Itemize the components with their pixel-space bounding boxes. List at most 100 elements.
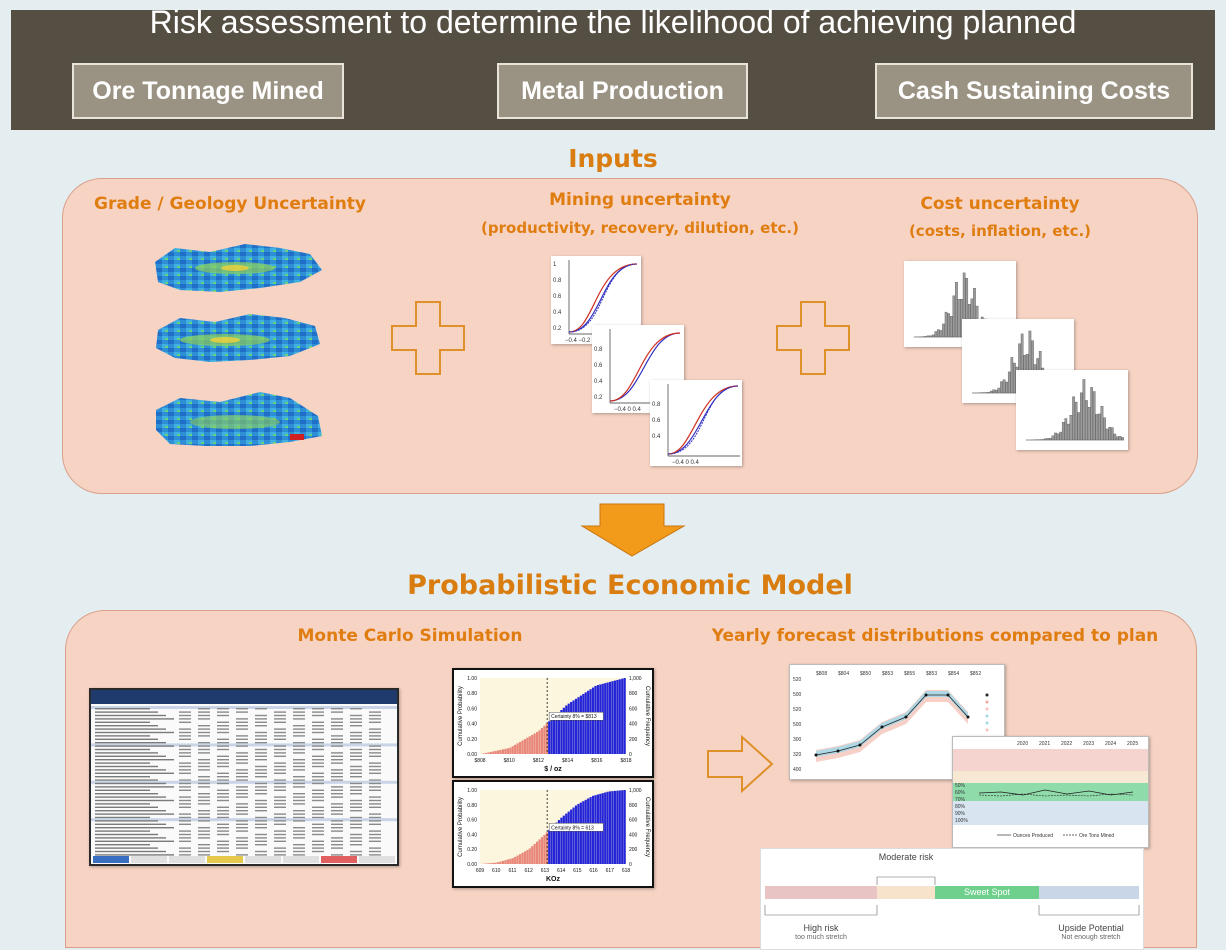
spreadsheet-cell — [312, 759, 324, 760]
x-tick-label: $818 — [620, 758, 631, 764]
spreadsheet-cell — [293, 759, 305, 760]
cumulative-bar — [536, 732, 538, 754]
upside-potential-label: Upside Potential — [1041, 923, 1141, 933]
spreadsheet-cell — [236, 752, 248, 753]
spreadsheet-cell — [255, 766, 267, 767]
spreadsheet-cell — [179, 739, 191, 740]
spreadsheet-cell — [369, 790, 381, 791]
histogram-bar — [1000, 382, 1002, 393]
spreadsheet-cell — [179, 756, 191, 757]
spreadsheet-cell — [331, 824, 343, 825]
spreadsheet-cell — [179, 769, 191, 770]
spreadsheet-cell — [236, 722, 248, 723]
spreadsheet-cell — [312, 810, 324, 811]
spreadsheet-cell — [274, 841, 286, 842]
spreadsheet-cell — [350, 742, 362, 743]
y-right-axis-label: Cumulative Frequency — [644, 686, 650, 746]
spreadsheet-cell — [179, 800, 191, 801]
forecast-top-label: $853 — [926, 671, 937, 677]
cumulative-bar — [504, 860, 506, 864]
spreadsheet-cell — [274, 834, 286, 835]
spreadsheet-cell — [293, 742, 305, 743]
spreadsheet-cell — [369, 779, 381, 780]
spreadsheet-row-label — [95, 851, 166, 852]
cumulative-bar — [526, 850, 528, 864]
spreadsheet-cell — [217, 817, 229, 818]
cumulative-bar — [534, 733, 536, 754]
spreadsheet-row-label — [95, 742, 166, 743]
spreadsheet-row-label — [95, 830, 150, 831]
spreadsheet-cell — [350, 851, 362, 852]
spreadsheet-cell — [274, 790, 286, 791]
spreadsheet-cell — [198, 728, 210, 729]
spreadsheet-cell — [331, 776, 343, 777]
histogram-bar — [950, 316, 952, 337]
x-tick-label: $814 — [562, 758, 573, 764]
cash-sustaining-costs-button[interactable]: Cash Sustaining Costs — [875, 63, 1193, 119]
spreadsheet-cell — [369, 854, 381, 855]
ore-tonnage-mined-button[interactable]: Ore Tonnage Mined — [72, 63, 344, 119]
spreadsheet-cell — [217, 766, 229, 767]
high-risk-label: High risk — [781, 923, 861, 933]
cumulative-bar — [607, 683, 609, 754]
svg-text:0.8: 0.8 — [553, 278, 562, 284]
cumulative-bar — [507, 748, 509, 754]
spreadsheet-cell — [255, 793, 267, 794]
moderate-risk-label: Moderate risk — [861, 852, 951, 862]
spreadsheet-cell — [274, 773, 286, 774]
spreadsheet-cell — [312, 745, 324, 746]
histogram-bar — [932, 335, 934, 337]
spreadsheet-row-label — [95, 803, 150, 804]
cumulative-bar — [568, 812, 570, 864]
spreadsheet-cell — [198, 783, 210, 784]
histogram-bar — [955, 282, 957, 337]
cumulative-bar — [517, 743, 519, 754]
x-tick-label: $812 — [533, 758, 544, 764]
x-tick-label: $810 — [504, 758, 515, 764]
spreadsheet-cell — [369, 786, 381, 787]
spreadsheet-cell — [293, 735, 305, 736]
spreadsheet-cell — [350, 817, 362, 818]
cumulative-bar — [616, 680, 618, 754]
spreadsheet-cell — [331, 810, 343, 811]
x-axis-label: $ / oz — [544, 766, 562, 773]
spreadsheet-cell — [198, 854, 210, 855]
spreadsheet-cell — [350, 803, 362, 804]
spreadsheet-cell — [236, 854, 248, 855]
x-tick-label: 613 — [541, 868, 550, 874]
spreadsheet-cell — [217, 827, 229, 828]
spreadsheet-cell — [274, 847, 286, 848]
spreadsheet-cell — [274, 830, 286, 831]
spreadsheet-cell — [255, 790, 267, 791]
forecast-point — [925, 694, 928, 697]
spreadsheet-cell — [350, 834, 362, 835]
spreadsheet-cell — [217, 708, 229, 709]
metal-production-button[interactable]: Metal Production — [497, 63, 748, 119]
spreadsheet-cell — [236, 841, 248, 842]
spreadsheet-row-label — [95, 807, 158, 808]
cumulative-bar — [519, 854, 521, 864]
spreadsheet-cell — [217, 759, 229, 760]
svg-text:0.4: 0.4 — [553, 310, 562, 316]
cumulative-bar — [572, 808, 574, 864]
histogram-bar — [1121, 437, 1123, 440]
histogram-bar — [958, 299, 960, 337]
legend-marker — [986, 722, 989, 725]
cumulative-bar — [604, 683, 606, 754]
spreadsheet-row-label — [95, 786, 174, 787]
spreadsheet-cell — [217, 813, 229, 814]
cumulative-bar — [570, 810, 572, 864]
histogram-bar — [990, 391, 992, 393]
spreadsheet-cell — [312, 732, 324, 733]
spreadsheet-cell — [350, 807, 362, 808]
spreadsheet-cell — [350, 790, 362, 791]
legend-ore-label: Ore Tons Mined — [1079, 833, 1114, 839]
spreadsheet-cell — [350, 715, 362, 716]
spreadsheet-cell — [255, 810, 267, 811]
sweet-spot-label: Sweet Spot — [935, 887, 1039, 897]
spreadsheet-cell — [331, 827, 343, 828]
spreadsheet-cell — [255, 841, 267, 842]
cumulative-bar — [619, 790, 621, 864]
